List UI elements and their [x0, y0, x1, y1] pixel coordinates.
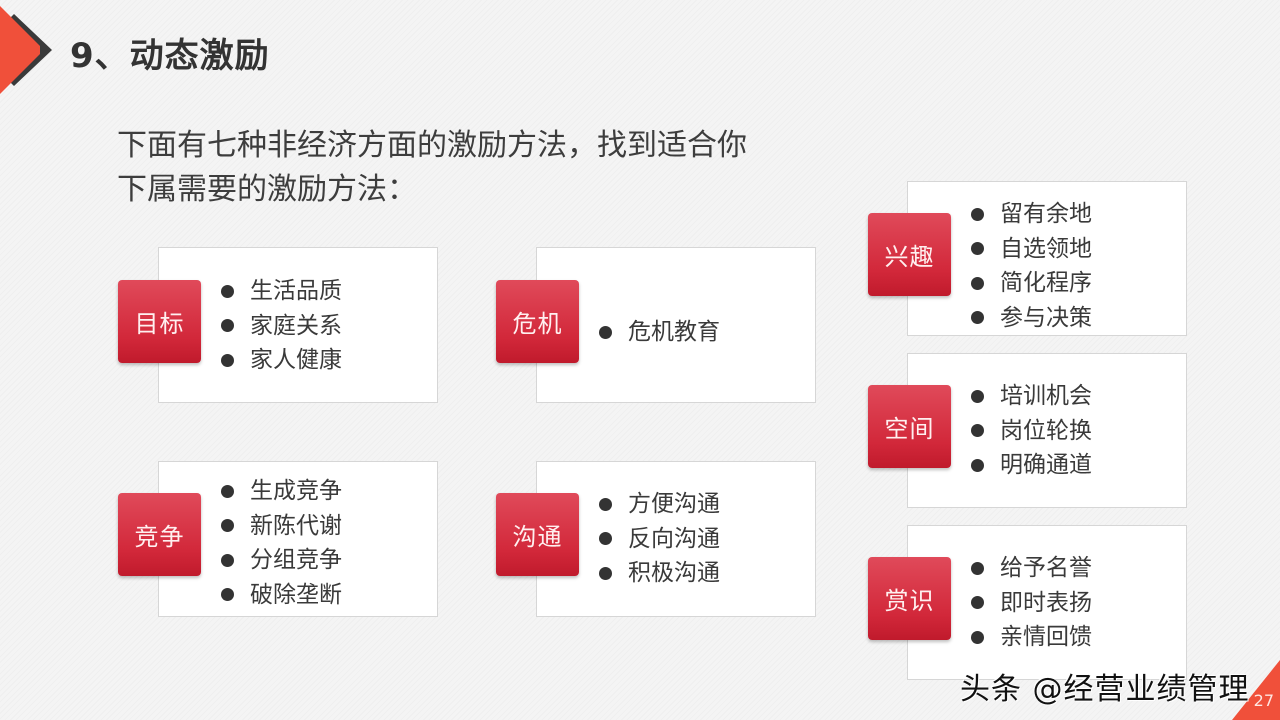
bullet-icon [221, 553, 234, 567]
tag-interest: 兴趣 [868, 213, 951, 296]
card-space [907, 353, 1187, 508]
list-item: 方便沟通 [599, 487, 720, 522]
header-arrow-icon [0, 6, 52, 94]
list-item: 明确通道 [971, 448, 1092, 483]
tag-space: 空间 [868, 385, 951, 468]
list-item: 亲情回馈 [971, 620, 1092, 655]
page-corner-triangle-icon [1232, 660, 1280, 720]
card-communication-items: 方便沟通 反向沟通 积极沟通 [599, 487, 720, 591]
bullet-icon [221, 588, 234, 602]
card-interest [907, 181, 1187, 336]
list-item: 参与决策 [971, 301, 1092, 336]
intro-text: 下面有七种非经济方面的激励方法，找到适合你 下属需要的激励方法： [117, 124, 837, 212]
list-item: 生活品质 [221, 274, 342, 309]
tag-goal: 目标 [118, 280, 201, 363]
card-communication [536, 461, 816, 617]
list-item: 培训机会 [971, 379, 1092, 414]
card-crisis [536, 247, 816, 403]
card-competition-items: 生成竞争 新陈代谢 分组竞争 破除垄断 [221, 474, 342, 612]
list-item: 留有余地 [971, 197, 1092, 232]
bullet-icon [971, 242, 984, 256]
bullet-icon [599, 497, 612, 511]
bullet-icon [599, 325, 612, 339]
list-item: 反向沟通 [599, 522, 720, 557]
bullet-icon [971, 276, 984, 290]
card-recognition [907, 525, 1187, 680]
card-space-items: 培训机会 岗位轮换 明确通道 [971, 379, 1092, 483]
list-item: 积极沟通 [599, 556, 720, 591]
bullet-icon [599, 566, 612, 580]
bullet-icon [221, 319, 234, 333]
card-goal-items: 生活品质 家庭关系 家人健康 [221, 274, 342, 378]
list-item: 生成竞争 [221, 474, 342, 509]
list-item: 家庭关系 [221, 309, 342, 344]
bullet-icon [971, 311, 984, 325]
tag-crisis: 危机 [496, 280, 579, 363]
bullet-icon [971, 389, 984, 403]
intro-line-2: 下属需要的激励方法： [117, 172, 417, 207]
bullet-icon [971, 596, 984, 610]
bullet-icon [971, 207, 984, 221]
tag-communication: 沟通 [496, 493, 579, 576]
watermark-text: 头条 @经营业绩管理 [960, 672, 1250, 707]
bullet-icon [971, 630, 984, 644]
list-item: 破除垄断 [221, 578, 342, 613]
bullet-icon [971, 458, 984, 472]
card-interest-items: 留有余地 自选领地 简化程序 参与决策 [971, 197, 1092, 335]
intro-line-1: 下面有七种非经济方面的激励方法，找到适合你 [117, 128, 747, 163]
list-item: 家人健康 [221, 343, 342, 378]
tag-competition: 竞争 [118, 493, 201, 576]
list-item: 分组竞争 [221, 543, 342, 578]
tag-recognition: 赏识 [868, 557, 951, 640]
bullet-icon [971, 561, 984, 575]
list-item: 即时表扬 [971, 586, 1092, 621]
list-item: 给予名誉 [971, 551, 1092, 586]
list-item: 危机教育 [599, 315, 720, 350]
bullet-icon [221, 353, 234, 367]
bullet-icon [971, 424, 984, 438]
bullet-icon [599, 532, 612, 546]
list-item: 自选领地 [971, 232, 1092, 267]
bullet-icon [221, 284, 234, 298]
bullet-icon [221, 519, 234, 533]
list-item: 简化程序 [971, 266, 1092, 301]
card-crisis-items: 危机教育 [599, 315, 720, 350]
page-title: 9、动态激励 [70, 36, 270, 76]
bullet-icon [221, 484, 234, 498]
list-item: 岗位轮换 [971, 414, 1092, 449]
card-recognition-items: 给予名誉 即时表扬 亲情回馈 [971, 551, 1092, 655]
list-item: 新陈代谢 [221, 509, 342, 544]
page-number: 27 [1253, 691, 1274, 710]
